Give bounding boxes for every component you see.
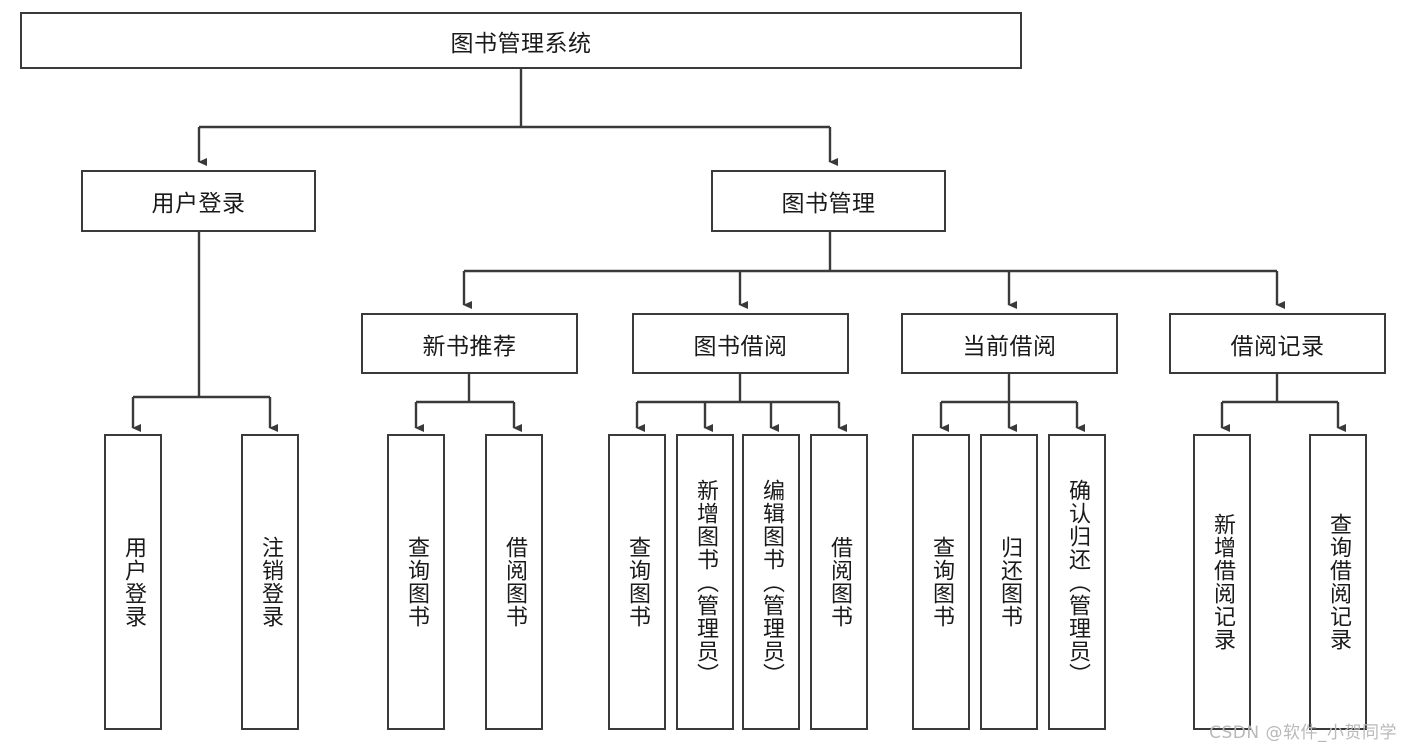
- leaf-borrow-book-1[interactable]: 借阅图书: [485, 434, 543, 730]
- node-root-label: 图书管理系统: [450, 30, 592, 57]
- leaf-confirm-return-admin-label: 确认归还（管理员）: [1064, 478, 1090, 686]
- node-book-management-label: 图书管理: [781, 191, 876, 217]
- node-user-login-label: 用户登录: [151, 191, 246, 217]
- leaf-add-borrow-record[interactable]: 新增借阅记录: [1193, 434, 1251, 730]
- leaf-borrow-book-2-label: 借阅图书: [826, 536, 852, 628]
- node-current-borrow-label: 当前借阅: [962, 333, 1057, 360]
- leaf-query-book-3[interactable]: 查询图书: [912, 434, 970, 730]
- leaf-confirm-return-admin[interactable]: 确认归还（管理员）: [1048, 434, 1106, 730]
- leaf-borrow-book-2[interactable]: 借阅图书: [810, 434, 868, 730]
- leaf-edit-book-admin-label: 编辑图书（管理员）: [758, 478, 784, 686]
- node-borrow-record[interactable]: 借阅记录: [1169, 313, 1386, 374]
- leaf-query-book-1-label: 查询图书: [403, 536, 429, 628]
- node-book-management[interactable]: 图书管理: [711, 170, 946, 232]
- leaf-logout-login[interactable]: 注销登录: [241, 434, 299, 730]
- leaf-query-borrow-record-label: 查询借阅记录: [1325, 513, 1351, 651]
- leaf-user-login[interactable]: 用户登录: [104, 434, 162, 730]
- leaf-return-book-label: 归还图书: [996, 536, 1022, 628]
- node-current-borrow[interactable]: 当前借阅: [901, 313, 1118, 374]
- leaf-add-book-admin[interactable]: 新增图书（管理员）: [676, 434, 734, 730]
- csdn-watermark: CSDN @软件_小贺同学: [1209, 723, 1397, 743]
- node-new-book-recommend[interactable]: 新书推荐: [361, 313, 578, 374]
- node-user-login[interactable]: 用户登录: [81, 170, 316, 232]
- node-book-borrow-label: 图书借阅: [693, 333, 788, 360]
- leaf-return-book[interactable]: 归还图书: [980, 434, 1038, 730]
- node-borrow-record-label: 借阅记录: [1230, 333, 1325, 360]
- leaf-user-login-label: 用户登录: [120, 536, 146, 628]
- leaf-add-borrow-record-label: 新增借阅记录: [1209, 513, 1235, 651]
- leaf-borrow-book-1-label: 借阅图书: [501, 536, 527, 628]
- leaf-query-book-1[interactable]: 查询图书: [387, 434, 445, 730]
- leaf-query-book-2-label: 查询图书: [624, 536, 650, 628]
- node-new-book-recommend-label: 新书推荐: [422, 333, 517, 360]
- leaf-query-borrow-record[interactable]: 查询借阅记录: [1309, 434, 1367, 730]
- leaf-logout-login-label: 注销登录: [257, 536, 283, 628]
- leaf-query-book-2[interactable]: 查询图书: [608, 434, 666, 730]
- leaf-query-book-3-label: 查询图书: [928, 536, 954, 628]
- node-root[interactable]: 图书管理系统: [20, 12, 1022, 69]
- leaf-edit-book-admin[interactable]: 编辑图书（管理员）: [742, 434, 800, 730]
- node-book-borrow[interactable]: 图书借阅: [632, 313, 849, 374]
- leaf-add-book-admin-label: 新增图书（管理员）: [692, 478, 718, 686]
